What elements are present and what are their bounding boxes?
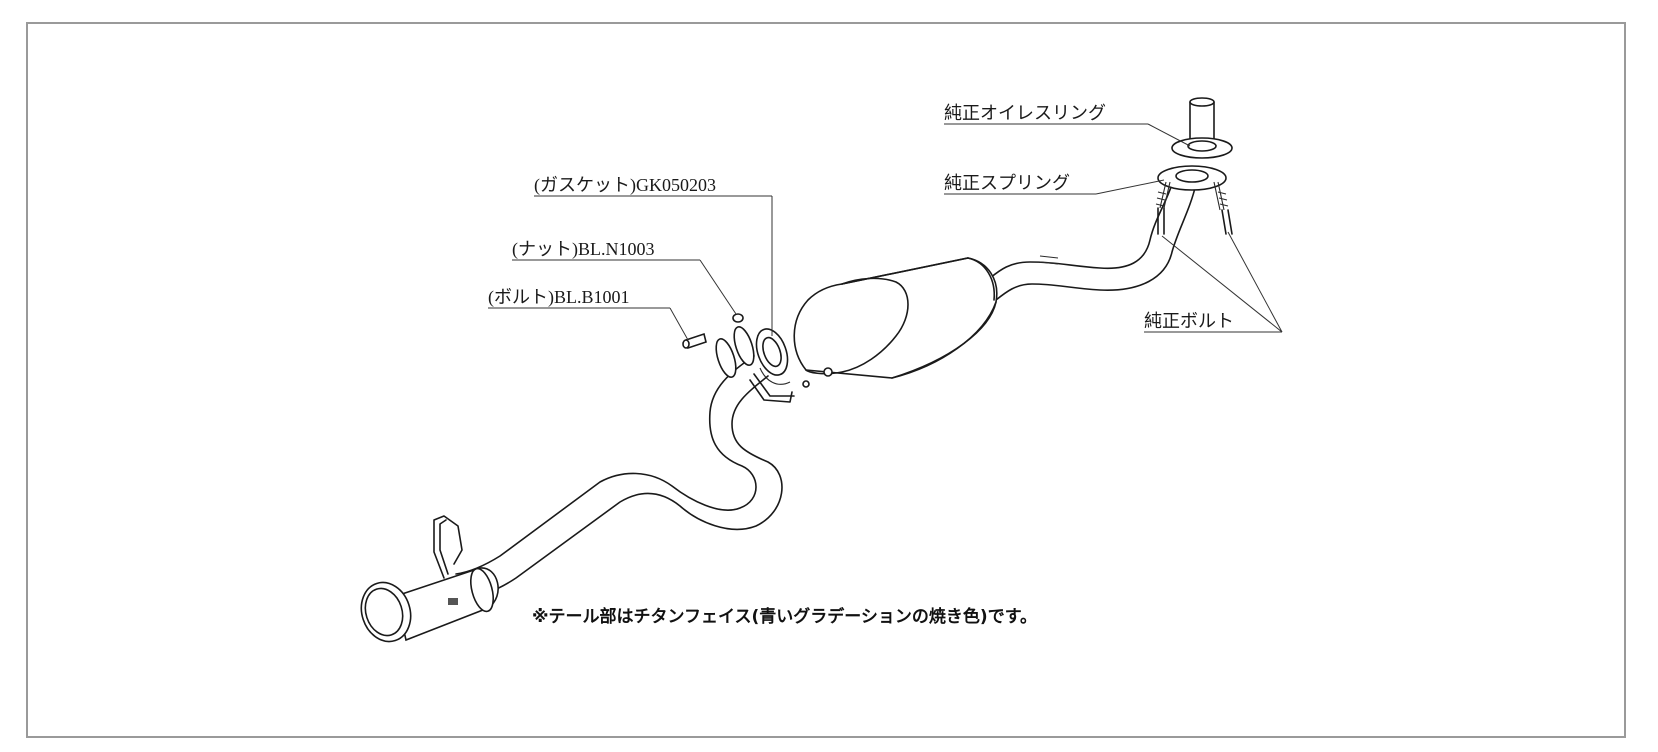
label-spring: 純正スプリング [944, 173, 1070, 193]
label-gasket: (ガスケット)GK050203 [534, 175, 716, 196]
label-oil-ring: 純正オイレスリング [944, 103, 1106, 123]
mid-flange [755, 328, 833, 388]
oil-ring [1171, 137, 1233, 159]
tail-section [360, 515, 499, 643]
label-stock-bolt: 純正ボルト [1144, 311, 1234, 331]
muffler [793, 257, 998, 379]
tail-note: ※テール部はチタンフェイス(青いグラデーションの焼き色)です。 [532, 606, 1037, 627]
mid-pipe [455, 355, 783, 599]
stock-bolts [1157, 207, 1233, 235]
hanger-mid [749, 373, 795, 403]
flange-springs [1155, 165, 1229, 211]
label-nut: (ナット)BL.N1003 [512, 239, 655, 260]
leaders [488, 123, 1283, 341]
diagram-frame [26, 22, 1626, 738]
front-pipe [989, 97, 1215, 301]
label-bolt: (ボルト)BL.B1001 [488, 287, 630, 308]
gasket-parts [682, 313, 755, 378]
